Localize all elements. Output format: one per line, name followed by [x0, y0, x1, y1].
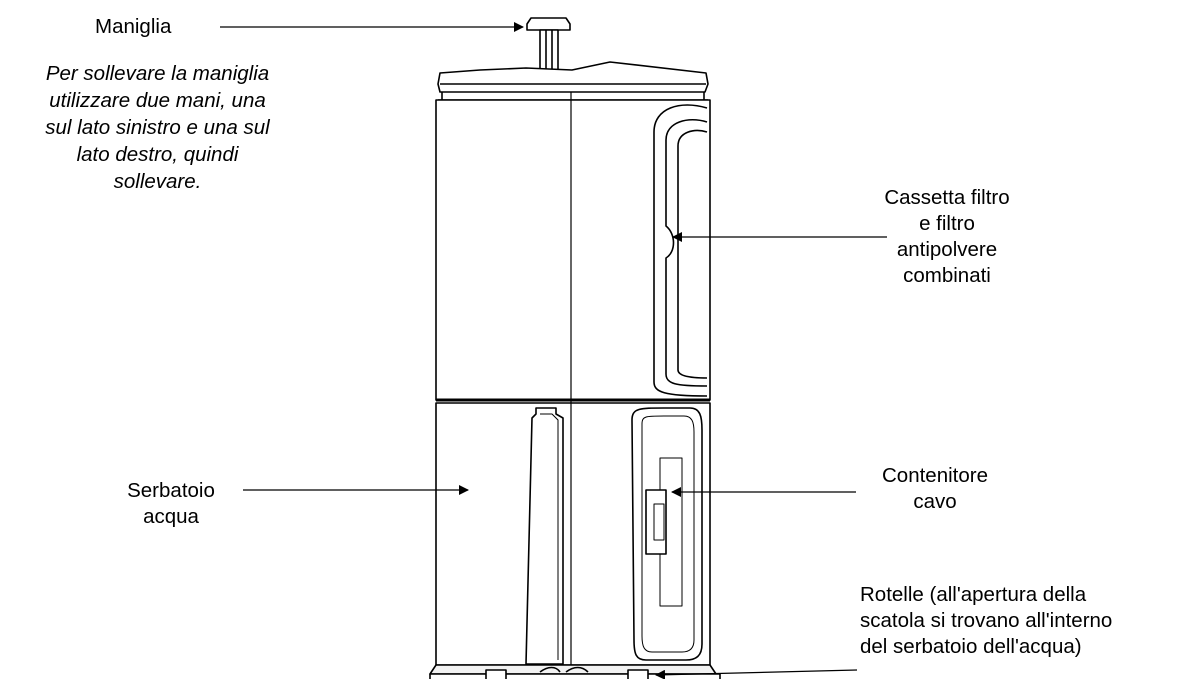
cable-label: Contenitore cavo — [882, 464, 988, 513]
filter-cassette-handle — [653, 104, 708, 397]
handle-note-line: Per sollevare la maniglia — [45, 62, 270, 85]
handle-grip — [526, 17, 571, 31]
wheel-left — [485, 669, 507, 679]
cable-clip — [645, 489, 667, 555]
base — [429, 664, 717, 675]
handle-note-line: lato destro, quindi — [76, 143, 239, 166]
top-lid — [437, 61, 709, 93]
callout-lines — [220, 22, 887, 679]
handle-note-line: utilizzare due mani, una — [49, 89, 266, 112]
wheel-right — [627, 669, 649, 679]
tank-label: Serbatoio acqua — [127, 479, 215, 528]
wheels-callout-line — [655, 669, 858, 679]
handle-note-line: sul lato sinistro e una sul — [45, 116, 270, 139]
air-purifier-humidifier-illustration — [429, 17, 721, 679]
filter-label: Cassetta filtro e filtro antipolvere com… — [884, 186, 1010, 287]
water-tank-front-panel — [525, 407, 564, 665]
handle-label: Maniglia — [95, 15, 172, 38]
wheels-label: Rotelle (all'apertura della scatola si t… — [860, 583, 1113, 658]
handle-note-line: sollevare. — [113, 170, 202, 193]
handle-note: Per sollevare la maniglia utilizzare due… — [1, 60, 314, 195]
cable-container-window — [631, 407, 703, 661]
